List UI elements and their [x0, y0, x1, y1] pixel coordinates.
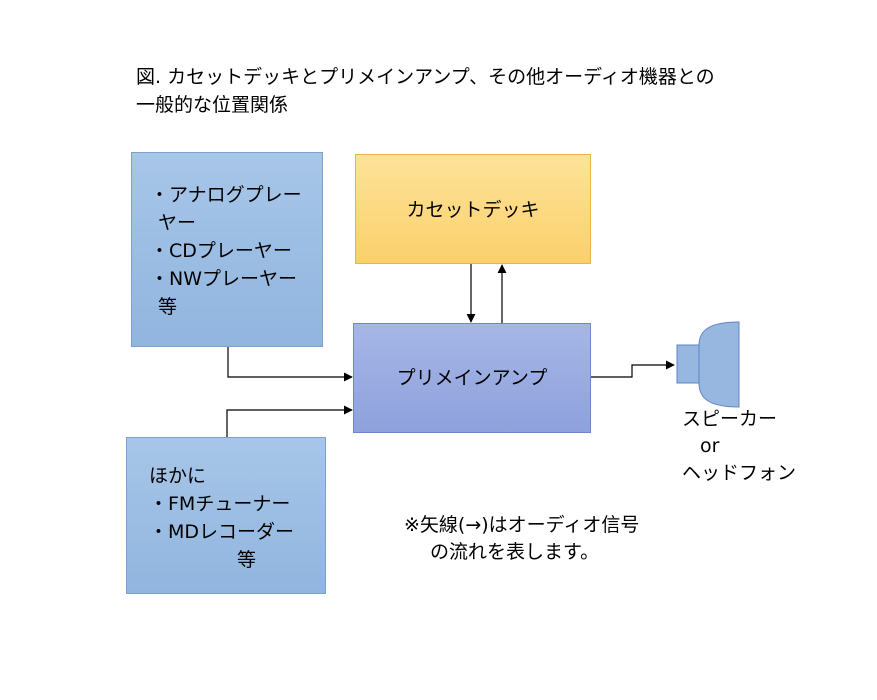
speaker-label: スピーカー or ヘッドフォン: [682, 406, 796, 487]
source-players-box: ・アナログプレー ヤー ・CDプレーヤー ・NWプレーヤー 等: [131, 152, 323, 347]
arrow-tuners-to-amp: [226, 405, 353, 437]
source-players-line: 等: [158, 296, 178, 318]
source-players-line: ・NWプレーヤー: [150, 268, 297, 290]
pre-main-amp-label: プリメインアンプ: [396, 367, 548, 389]
other-devices-box: ほかに ・FMチューナー ・MDレコーダー 等: [126, 437, 326, 594]
other-devices-line: 等: [237, 549, 257, 571]
diagram-title-line-1: 図. カセットデッキとプリメインアンプ、その他オーディオ機器との: [136, 66, 715, 88]
speaker-label-line: ヘッドフォン: [682, 462, 797, 484]
other-devices-line: ほかに: [149, 465, 207, 487]
arrow-amp-to-speaker: [591, 360, 675, 378]
signal-flow-note: ※矢線(→)はオーディオ信号 の流れを表します。: [404, 512, 639, 566]
source-players-line: ・アナログプレー: [150, 184, 302, 206]
other-devices-line: ・MDレコーダー: [149, 521, 295, 543]
speaker-label-line: or: [700, 435, 720, 457]
signal-flow-note-line: の流れを表します。: [430, 541, 600, 563]
source-players-line: ヤー: [158, 212, 197, 234]
signal-flow-note-line: ※矢線(→)はオーディオ信号: [404, 514, 640, 536]
other-devices-line: ・FMチューナー: [149, 493, 291, 515]
speaker-icon: [676, 321, 740, 408]
cassette-deck-box: カセットデッキ: [355, 154, 591, 264]
pre-main-amp-box: プリメインアンプ: [353, 323, 591, 433]
diagram-title-line-2: 一般的な位置関係: [136, 94, 289, 116]
other-devices-text: ほかに ・FMチューナー ・MDレコーダー 等: [149, 462, 294, 574]
speaker-label-line: スピーカー: [682, 408, 778, 430]
arrow-sources-to-amp: [227, 347, 353, 382]
source-players-text: ・アナログプレー ヤー ・CDプレーヤー ・NWプレーヤー 等: [150, 181, 302, 321]
cassette-deck-label: カセットデッキ: [406, 199, 540, 221]
source-players-line: ・CDプレーヤー: [150, 240, 292, 262]
